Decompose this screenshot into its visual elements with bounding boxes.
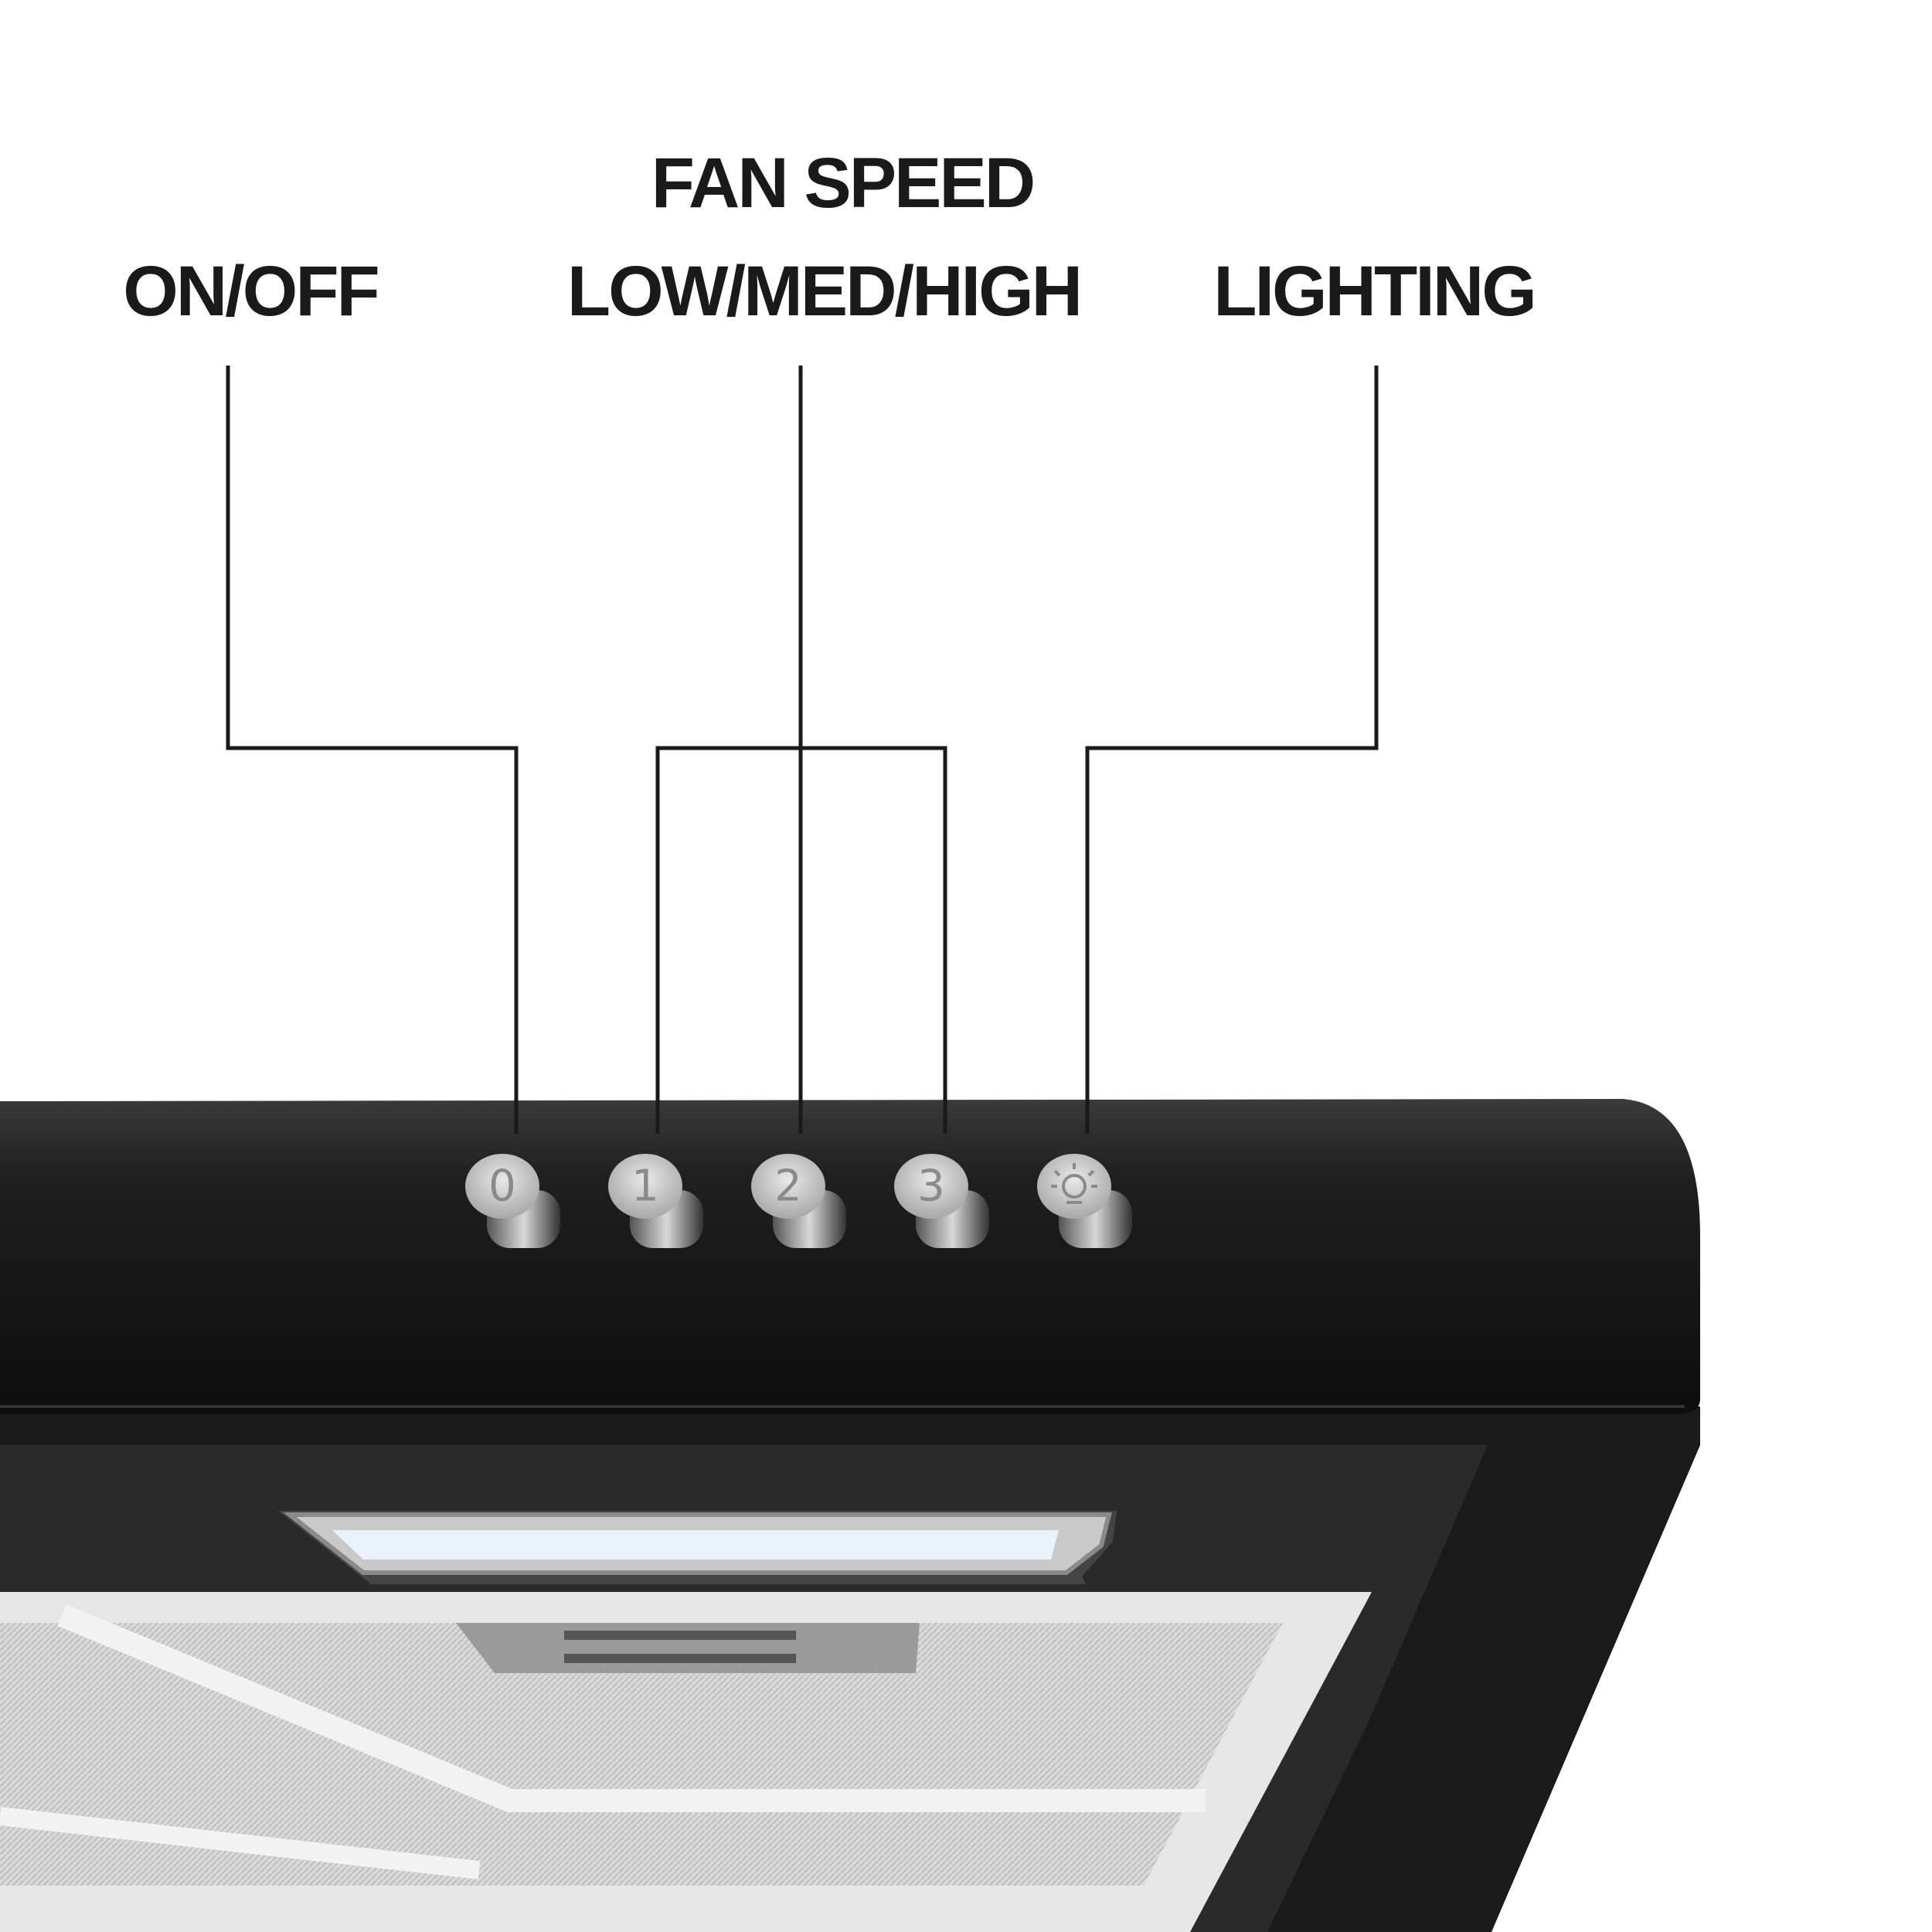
on-off-label: ON/OFF	[123, 252, 380, 331]
knob-lighting[interactable]	[1037, 1154, 1132, 1248]
fan-speed-title: FAN SPEED	[651, 144, 1036, 223]
knob-label-3: 3	[917, 1161, 945, 1212]
hood-front-body	[0, 1099, 1700, 1414]
grease-filter	[0, 1592, 1372, 1932]
knob-label-2: 2	[774, 1161, 802, 1212]
fan-speed-bracket	[655, 746, 947, 1134]
lighting-callout-line	[1085, 366, 1379, 1134]
knob-2[interactable]	[751, 1154, 846, 1248]
callout-lines	[226, 366, 1379, 1134]
on-off-callout-line	[226, 366, 519, 1134]
knob-0[interactable]	[465, 1154, 560, 1248]
knob-1[interactable]	[608, 1154, 703, 1248]
knobs	[465, 1154, 1132, 1248]
lighting-label: LIGHTING	[1213, 252, 1537, 331]
knob-label-1: 1	[631, 1161, 659, 1212]
fan-speed-levels-label: LOW/MED/HIGH	[566, 252, 1083, 331]
knob-3[interactable]	[894, 1154, 989, 1248]
knob-label-0: 0	[488, 1161, 516, 1212]
light-bulb-icon	[1051, 1163, 1097, 1204]
